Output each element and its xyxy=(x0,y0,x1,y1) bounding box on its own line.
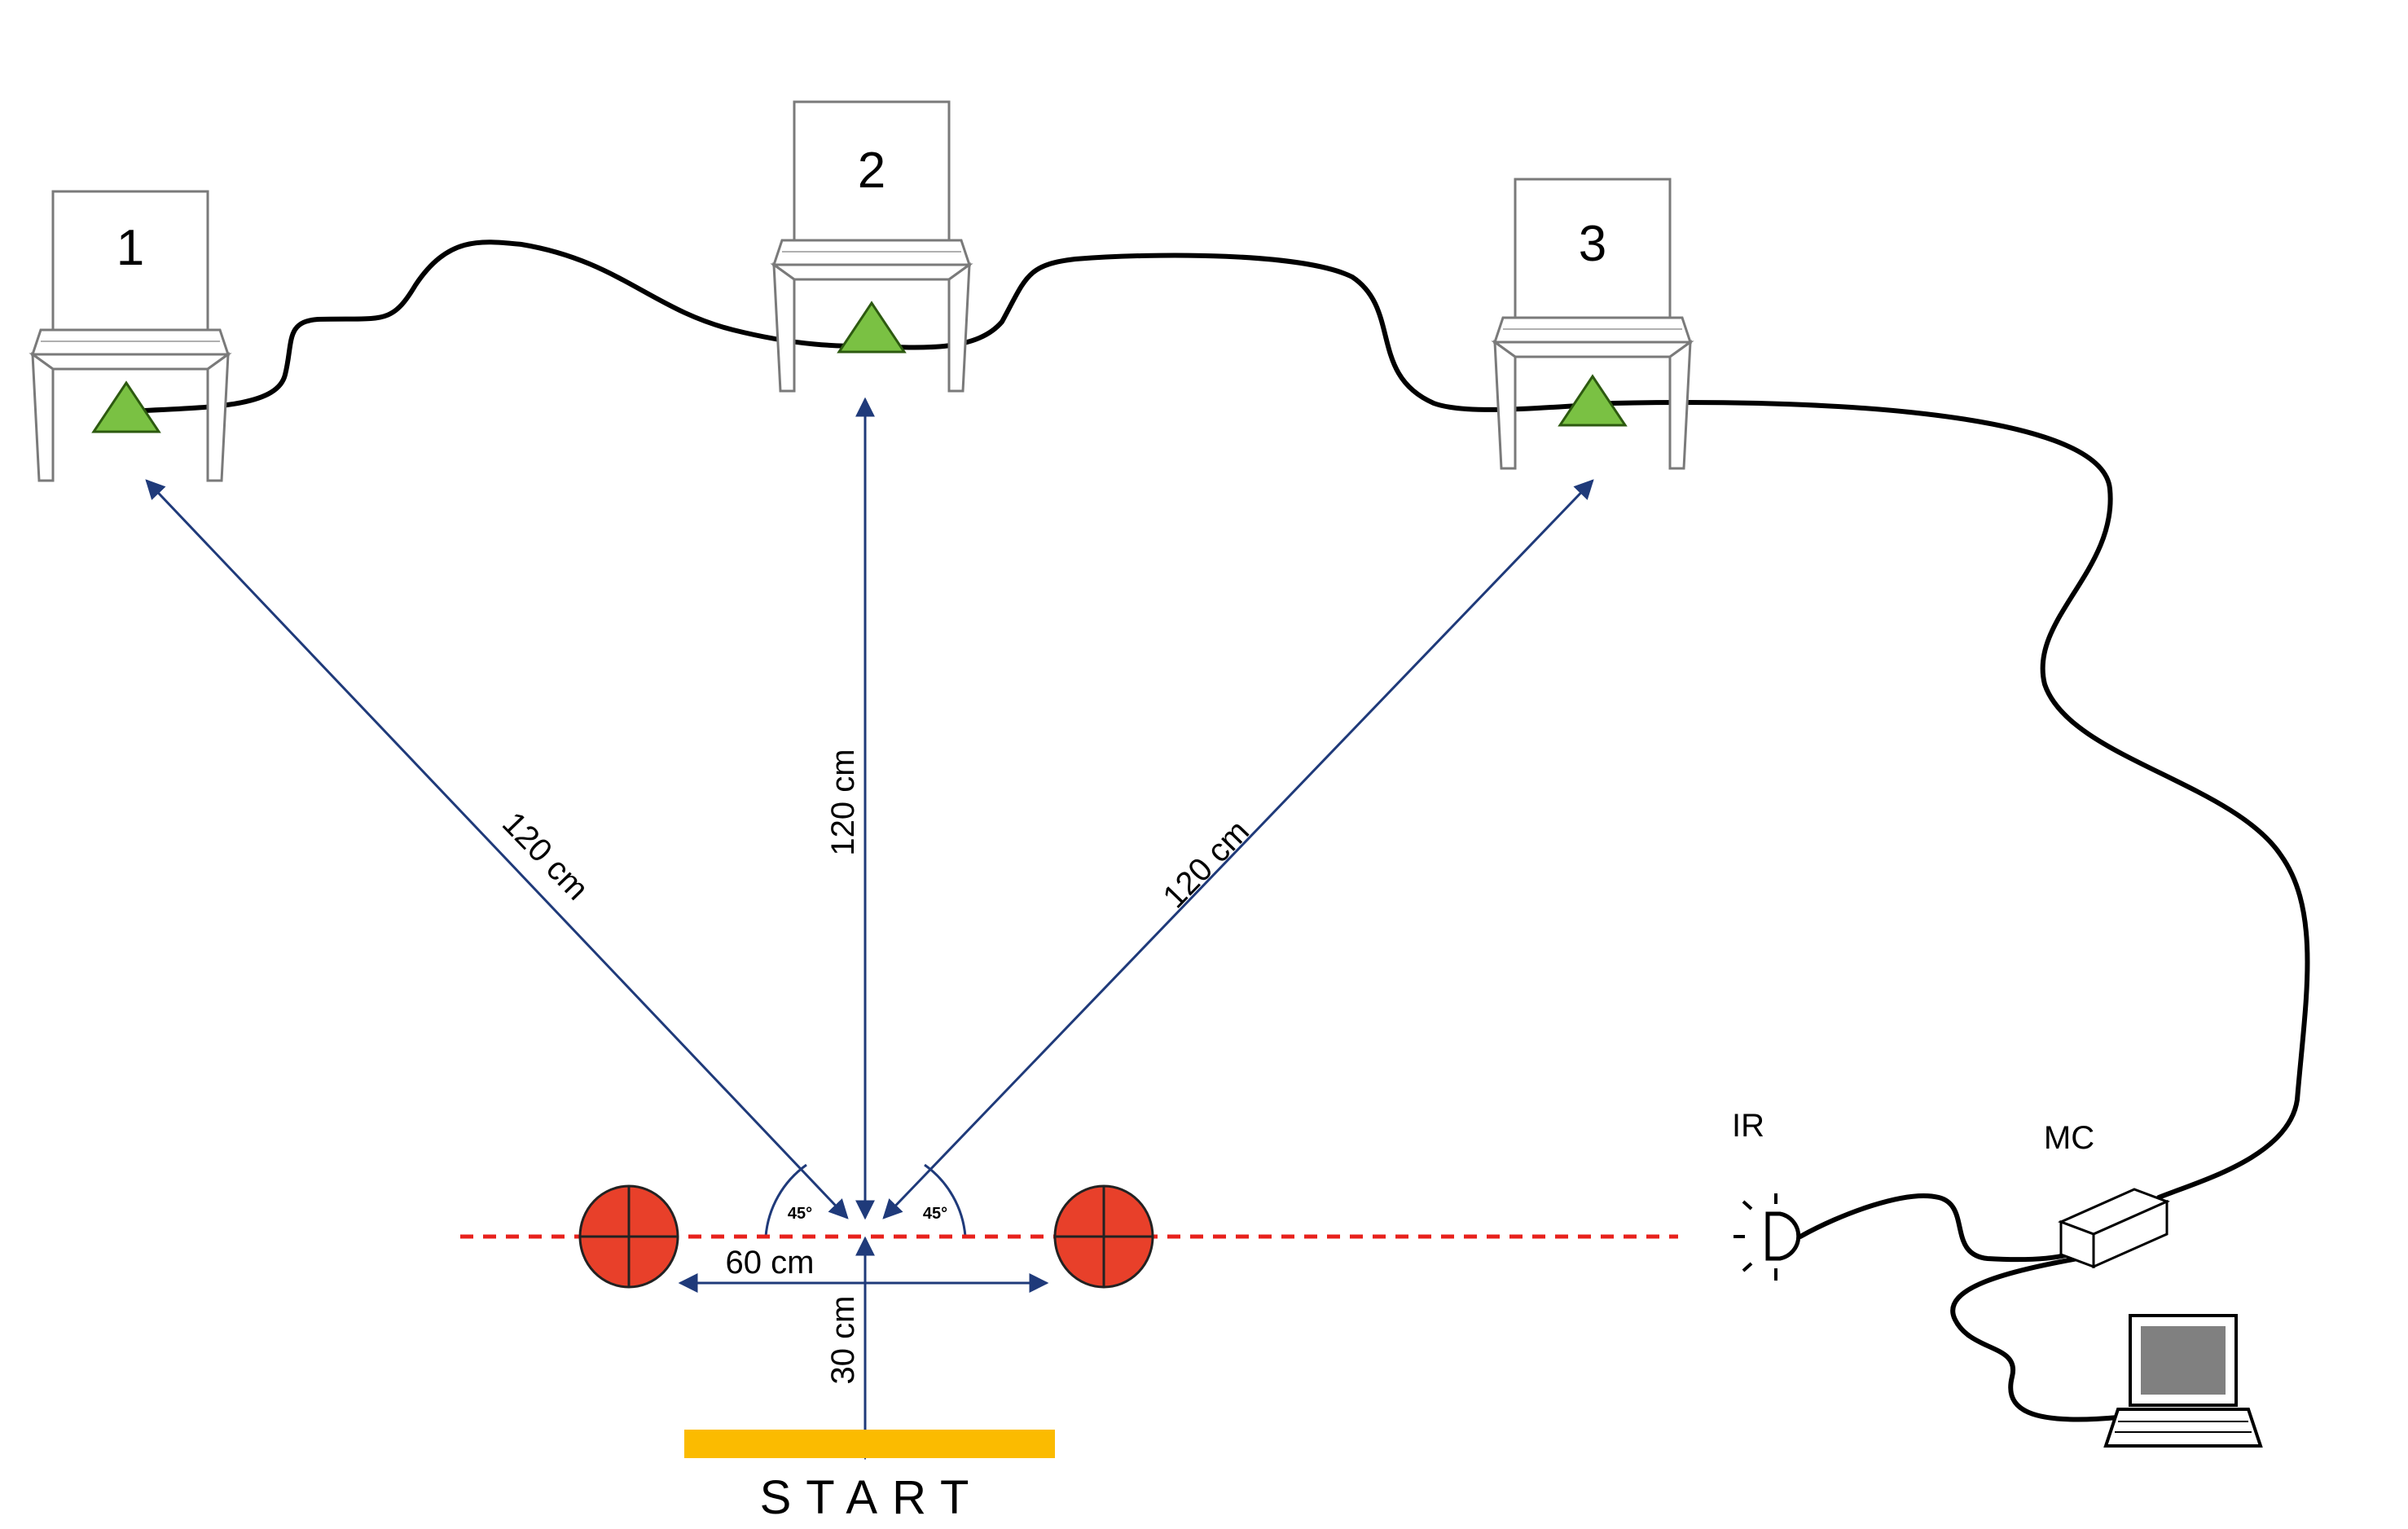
center-vertical-label: 120 cm xyxy=(825,749,861,855)
ir-label: IR xyxy=(1732,1108,1764,1144)
left-angle-label: 45° xyxy=(788,1205,812,1223)
chair-3-number: 3 xyxy=(1579,216,1606,272)
right-angle-arc xyxy=(924,1163,967,1237)
mc-label: MC xyxy=(2044,1120,2094,1156)
start-distance-label: 30 cm xyxy=(825,1296,861,1385)
sensor-cable xyxy=(124,239,1615,414)
left-diagonal-label: 120 cm xyxy=(495,806,595,907)
ir-cable xyxy=(1798,1193,2072,1263)
ir-sensor-icon xyxy=(1733,1193,1801,1281)
cone-left xyxy=(578,1184,679,1289)
right-angle-label: 45° xyxy=(923,1205,947,1223)
start-line xyxy=(684,1430,1055,1458)
chair-2-number: 2 xyxy=(858,143,885,199)
chair-2: 2 xyxy=(772,100,971,393)
right-diagonal-label: 120 cm xyxy=(1156,814,1256,916)
sensor-1 xyxy=(91,380,161,433)
chair-3: 3 xyxy=(1493,178,1692,470)
chair-1-number: 1 xyxy=(116,220,144,276)
laptop-icon xyxy=(2103,1314,2263,1448)
left-diagonal-arrow xyxy=(145,479,849,1219)
sensor-3 xyxy=(1558,374,1628,427)
laptop-cable xyxy=(1950,1256,2120,1422)
gate-width-label: 60 cm xyxy=(726,1245,815,1281)
sensor-2 xyxy=(837,301,907,354)
right-diagonal-arrow xyxy=(882,479,1594,1219)
left-angle-arc xyxy=(764,1163,807,1237)
mc-cable xyxy=(1610,399,2310,1200)
start-label: START xyxy=(760,1471,984,1524)
chair-1: 1 xyxy=(31,190,230,482)
mc-box-icon xyxy=(2058,1188,2170,1269)
cone-right xyxy=(1053,1184,1154,1289)
